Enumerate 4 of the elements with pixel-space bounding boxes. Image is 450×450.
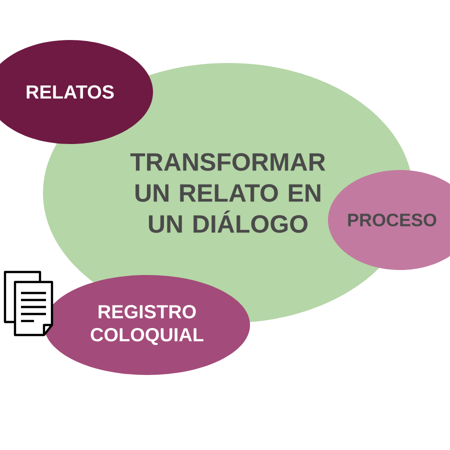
node-text: REGISTRO COLOQUIAL [90,305,204,345]
node-text: RELATOS [26,85,114,99]
node-text: TRANSFORMAR UN RELATO EN UN DIÁLOGO [130,153,326,233]
node-text: PROCESO [348,214,436,226]
